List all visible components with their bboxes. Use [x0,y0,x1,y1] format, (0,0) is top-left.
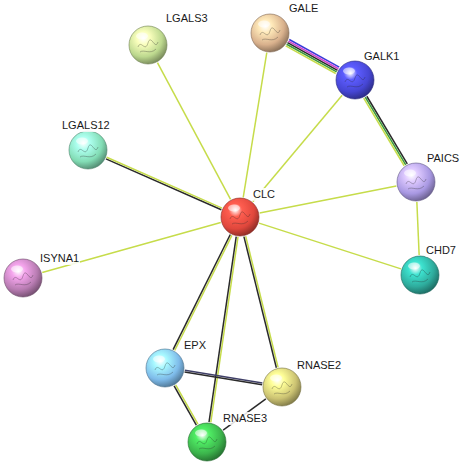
protein-sphere [335,60,375,100]
protein-node: CHD7 [400,255,440,295]
protein-sphere [220,197,260,237]
evidence-line [246,236,278,367]
protein-label: CLC [252,188,276,201]
protein-label: PAICS [426,152,460,165]
evidence-line [367,96,407,164]
protein-node: RNASE2 [262,367,302,407]
protein-sphere [187,422,227,462]
protein-sphere [250,13,290,53]
protein-sphere [68,130,108,170]
protein-label: CHD7 [425,244,457,257]
protein-label: ISYNA1 [39,252,80,265]
protein-label: LGALS12 [61,119,111,132]
protein-node: GALE [250,13,290,53]
interaction-edge [417,202,419,255]
evidence-line [209,237,236,422]
evidence-line [288,41,338,69]
evidence-line [287,44,337,72]
interaction-edge [174,385,198,425]
protein-node: LGALS12 [68,130,108,170]
evidence-line [286,46,336,74]
interaction-edge [157,63,230,200]
protein-label: GALK1 [363,50,400,63]
protein-sphere [3,258,43,298]
evidence-line [244,237,276,368]
evidence-line [157,63,230,200]
evidence-line [365,97,405,165]
interaction-edge [364,96,408,166]
protein-sphere [400,255,440,295]
protein-node: LGALS3 [128,25,168,65]
protein-node: ISYNA1 [3,258,43,298]
interaction-edge [286,40,339,74]
interaction-edge [173,235,232,351]
interaction-edge [260,186,397,213]
protein-node: RNASE3 [187,422,227,462]
evidence-line [259,223,401,269]
interaction-edge [185,370,263,384]
evidence-line [174,386,196,425]
protein-label: GALE [288,2,319,15]
interaction-edge [244,236,278,368]
evidence-line [185,372,263,385]
evidence-line [260,186,397,213]
evidence-line [288,43,338,71]
interaction-edge [259,223,401,269]
evidence-line [253,95,342,201]
interaction-edge [209,237,238,423]
evidence-line [42,222,220,272]
protein-label: EPX [183,339,207,352]
evidence-line [417,202,419,255]
protein-label: RNASE2 [296,359,342,372]
interaction-edge [42,222,220,272]
interaction-edge [106,157,222,210]
interaction-edge [243,53,267,198]
protein-node: EPX [145,348,185,388]
protein-sphere [128,25,168,65]
protein-sphere [145,348,185,388]
evidence-line [176,385,198,424]
evidence-line [107,157,222,208]
protein-sphere [396,162,436,202]
interaction-edge [253,95,342,201]
protein-node: PAICS [396,162,436,202]
evidence-line [243,53,267,198]
evidence-line [364,98,404,166]
protein-node: GALK1 [335,60,375,100]
evidence-line [185,370,263,383]
evidence-line [211,237,238,422]
protein-node: CLC [220,197,260,237]
evidence-line [106,159,221,210]
protein-sphere [262,367,302,407]
evidence-line [289,40,339,68]
protein-label: LGALS3 [165,12,209,25]
protein-label: RNASE3 [222,412,268,425]
